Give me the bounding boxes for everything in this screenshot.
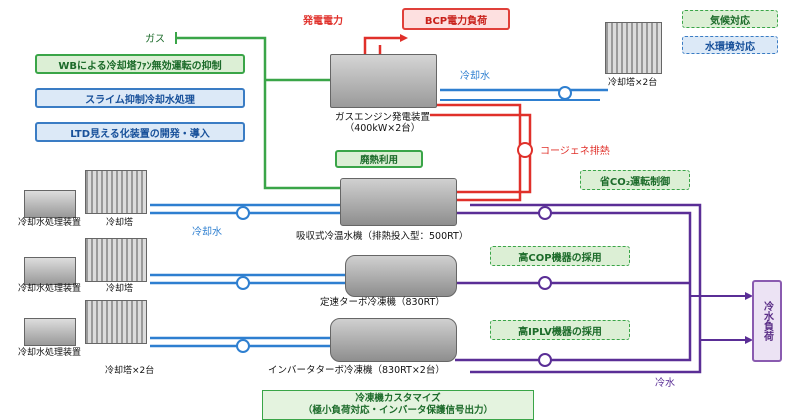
gas-engine-line2: （400kW×2台） — [344, 122, 421, 134]
water-env-box: 水環境対応 — [682, 36, 778, 54]
cooling-tower-image — [85, 170, 147, 214]
row2-treatment-label: 冷却水処理装置 — [18, 284, 82, 294]
pump-icon — [538, 353, 552, 367]
pump-icon — [236, 206, 250, 220]
row3-tower-label: 冷却塔×2台 — [105, 366, 155, 376]
cooling-tower-top-label: 冷却塔×2台 — [608, 78, 658, 88]
chilled-water-to-load — [690, 295, 745, 341]
inverter-turbo-chiller-image — [330, 318, 457, 362]
cooling-tower-image — [85, 238, 147, 282]
row2-chiller-label: 定速ターボ冷凍機（830RT） — [320, 297, 445, 308]
pump-icon — [558, 86, 572, 100]
gas-engine-image — [330, 54, 437, 108]
pump-icon — [236, 339, 250, 353]
treatment-unit-image — [24, 190, 76, 218]
row3-chiller-label: インバータターボ冷凍機（830RT×2台） — [268, 365, 445, 376]
pump-icon — [538, 206, 552, 220]
gas-engine-label: ガスエンジン発電装置 （400kW×2台） — [320, 112, 445, 135]
co2-box: 省CO₂運転制御 — [580, 170, 690, 190]
wb-box: WBによる冷却塔ﾌｧﾝ無効運転の抑制 — [35, 54, 245, 74]
row1-treatment-label: 冷却水処理装置 — [18, 218, 82, 228]
slime-box: スライム抑制冷却水処理 — [35, 88, 245, 108]
absorption-chiller-image — [340, 178, 457, 226]
bcp-load-box: BCP電力負荷 — [402, 8, 510, 30]
customize-box: 冷凍機カスタマイズ （極小負荷対応・インバータ保護信号出力） — [262, 390, 534, 420]
power-label: 発電電力 — [303, 16, 343, 27]
cooling-water-top-label: 冷却水 — [460, 71, 490, 82]
row3-treatment-label: 冷却水処理装置 — [18, 348, 82, 358]
treatment-unit-image — [24, 257, 76, 285]
waste-heat-box: 廃熱利用 — [335, 150, 423, 168]
ltd-box: LTD見える化装置の開発・導入 — [35, 122, 245, 142]
pump-icon — [517, 142, 533, 158]
customize-line2: （極小負荷対応・インバータ保護信号出力） — [302, 404, 493, 416]
chilled-water-load-box: 冷水負荷 — [752, 280, 782, 362]
gas-label: ガス — [145, 34, 165, 45]
row2-tower-label: 冷却塔 — [106, 284, 134, 294]
chilled-water-pipe — [455, 203, 702, 374]
climate-box: 気候対応 — [682, 10, 778, 28]
cooling-tower-image — [85, 300, 147, 344]
gas-engine-line1: ガスエンジン発電装置 — [334, 112, 430, 123]
cooling-water-row1-label: 冷却水 — [192, 227, 222, 238]
high-cop-box: 高COP機器の採用 — [490, 246, 630, 266]
pump-icon — [236, 276, 250, 290]
row1-chiller-label: 吸収式冷温水機（排熱投入型：500RT） — [296, 231, 469, 242]
high-iplv-box: 高IPLV機器の採用 — [490, 320, 630, 340]
treatment-unit-image — [24, 318, 76, 346]
turbo-chiller-image — [345, 255, 457, 297]
gas-line — [176, 36, 340, 190]
cogen-exhaust-label: コージェネ排熱 — [540, 146, 610, 157]
cooling-tower-top-image — [605, 22, 662, 74]
row1-tower-label: 冷却塔 — [106, 218, 134, 228]
pump-icon — [538, 276, 552, 290]
customize-line1: 冷凍機カスタマイズ — [355, 393, 441, 404]
chilled-water-label: 冷水 — [655, 378, 675, 389]
